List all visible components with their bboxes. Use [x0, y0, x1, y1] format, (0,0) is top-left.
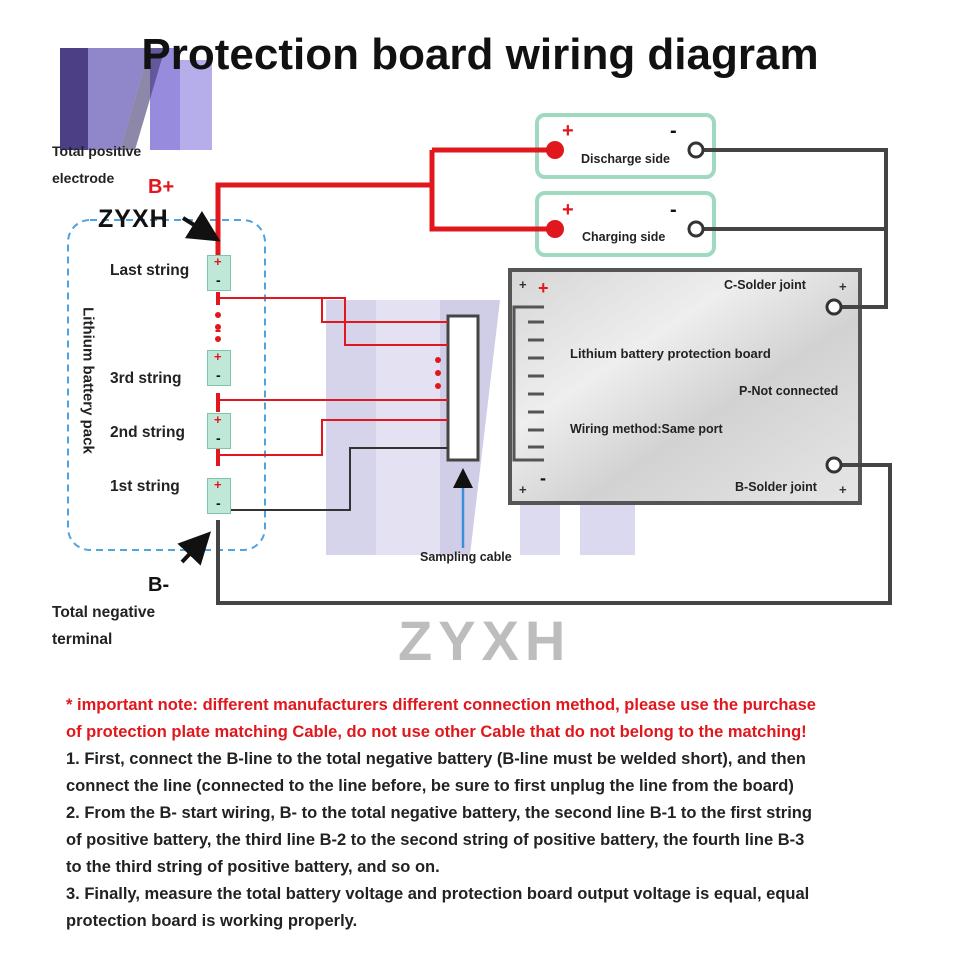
b-plus-label: B+	[148, 176, 175, 198]
protection-board	[508, 268, 862, 505]
brand-logo	[60, 48, 212, 150]
step-3-line-b: protection board is working properly.	[66, 912, 358, 930]
sampling-wires	[218, 297, 448, 511]
cell-1st-string: +-	[207, 477, 231, 514]
warning-line-2: of protection plate matching Cable, do n…	[66, 723, 807, 741]
step-3-line-a: 3. Finally, measure the total battery vo…	[66, 885, 810, 903]
step-2-line-c: to the third string of positive battery,…	[66, 858, 440, 876]
negative-wires	[216, 148, 892, 605]
discharge-minus-sign: -	[670, 120, 677, 142]
b-plus-arrow	[181, 210, 221, 242]
discharge-positive-terminal	[546, 141, 564, 159]
protection-board-label: Lithium battery protection board	[570, 346, 771, 361]
c-solder-joint-label: C-Solder joint	[724, 278, 806, 292]
electrode-label: electrode	[52, 170, 115, 186]
discharge-negative-terminal	[687, 141, 705, 159]
c-solder-joint-terminal	[825, 298, 843, 316]
svg-text:+: +	[839, 279, 847, 294]
charging-plus-sign: +	[562, 199, 574, 221]
svg-text:+: +	[519, 482, 527, 497]
total-positive-label: Total positive	[52, 143, 142, 159]
terminal-label: terminal	[52, 631, 113, 648]
discharge-port	[535, 113, 716, 179]
wiring-method-label: Wiring method:Same port	[570, 422, 723, 436]
step-1-line-b: connect the line (connected to the line …	[66, 777, 794, 795]
charging-positive-terminal	[546, 220, 564, 238]
board-screw-icons: + + + +	[519, 277, 847, 497]
b-minus-label: B-	[148, 574, 170, 596]
last-string-label: Last string	[110, 262, 190, 279]
second-string-label: 2nd string	[110, 424, 185, 441]
board-minus-sign: -	[540, 468, 546, 488]
b-minus-arrow	[177, 531, 212, 566]
discharge-side-label: Discharge side	[581, 152, 670, 166]
step-2-line-b: of positive battery, the third line B-2 …	[66, 831, 805, 849]
cell-3rd-string: +-	[207, 349, 231, 386]
brand-watermark-text: ZYXH	[398, 609, 572, 672]
svg-text:+: +	[839, 482, 847, 497]
board-plus-sign: +	[538, 278, 549, 298]
cell-ellipsis-dots	[215, 312, 221, 342]
battery-pack-outline	[67, 219, 266, 551]
total-negative-label: Total negative	[52, 604, 156, 621]
plug-ellipsis-dots	[435, 357, 441, 389]
third-string-label: 3rd string	[110, 370, 182, 387]
charging-negative-terminal	[687, 220, 705, 238]
sampling-plug	[446, 314, 480, 462]
step-2-line-a: 2. From the B- start wiring, B- to the t…	[66, 804, 812, 822]
instructions: * important note: different manufacturer…	[66, 692, 906, 935]
cell-2nd-string: +-	[207, 412, 231, 449]
first-string-label: 1st string	[110, 478, 180, 495]
b-solder-joint-label: B-Solder joint	[735, 480, 817, 494]
discharge-plus-sign: +	[562, 120, 574, 142]
brand-label-small: ZYXH	[98, 205, 169, 233]
b-solder-joint-terminal	[825, 456, 843, 474]
svg-text:+: +	[519, 277, 527, 292]
page-title: Protection board wiring diagram	[141, 30, 819, 79]
board-connector	[512, 305, 544, 462]
warning-line-1: * important note: different manufacturer…	[66, 696, 816, 714]
step-1-line-a: 1. First, connect the B-line to the tota…	[66, 750, 806, 768]
charging-minus-sign: -	[670, 199, 677, 221]
sampling-cable-label: Sampling cable	[420, 550, 512, 564]
cell-last-string: +-	[207, 254, 231, 291]
charging-side-label: Charging side	[582, 230, 666, 244]
charging-port	[535, 191, 716, 257]
battery-pack-label: Lithium battery pack	[79, 307, 97, 454]
p-not-connected-label: P-Not connected	[739, 384, 839, 398]
